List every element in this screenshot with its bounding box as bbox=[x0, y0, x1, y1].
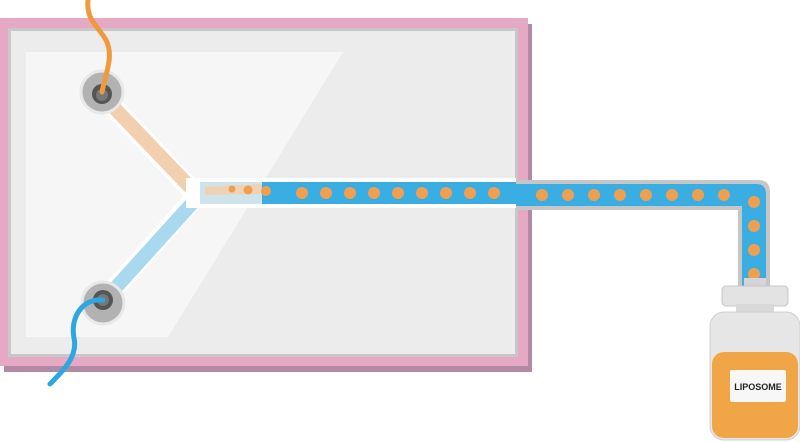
liposome-dot bbox=[588, 189, 600, 201]
collection-vial: LIPOSOME bbox=[709, 278, 800, 441]
liposome-dot bbox=[748, 196, 760, 208]
liposome-dot bbox=[261, 186, 271, 196]
outlet-tube-wall bbox=[516, 180, 770, 292]
liposome-dot bbox=[718, 189, 730, 201]
liposome-dot bbox=[748, 220, 760, 232]
liposome-dot bbox=[296, 187, 308, 199]
vial-cap bbox=[721, 285, 789, 307]
lipid-input-tube bbox=[85, 0, 112, 95]
vial-shoulder bbox=[736, 304, 774, 314]
liposome-dot bbox=[488, 187, 500, 199]
liposome-dot bbox=[614, 189, 626, 201]
liposome-particles bbox=[228, 185, 760, 280]
liposome-dot bbox=[416, 187, 428, 199]
liposome-dot bbox=[536, 189, 548, 201]
liposome-dot bbox=[440, 187, 452, 199]
liposome-dot bbox=[748, 244, 760, 256]
outlet-tube-flow bbox=[516, 184, 766, 292]
liposome-dot bbox=[562, 189, 574, 201]
liposome-dot bbox=[368, 187, 380, 199]
liposome-dot bbox=[344, 187, 356, 199]
inlet-port-inner bbox=[96, 89, 108, 101]
liposome-dot bbox=[243, 185, 253, 195]
liposome-dot bbox=[640, 189, 652, 201]
liposome-dot bbox=[228, 185, 236, 193]
inlet-port-bottom bbox=[80, 280, 126, 326]
liposome-dot bbox=[666, 189, 678, 201]
liposome-dot bbox=[692, 189, 704, 201]
vial-label: LIPOSOME bbox=[734, 382, 782, 392]
aqueous-input-tube bbox=[47, 297, 106, 387]
liposome-dot bbox=[464, 187, 476, 199]
liposome-dot bbox=[748, 268, 760, 280]
liposome-dot bbox=[392, 187, 404, 199]
vial-label-background bbox=[730, 370, 786, 402]
liposome-dot bbox=[320, 187, 332, 199]
